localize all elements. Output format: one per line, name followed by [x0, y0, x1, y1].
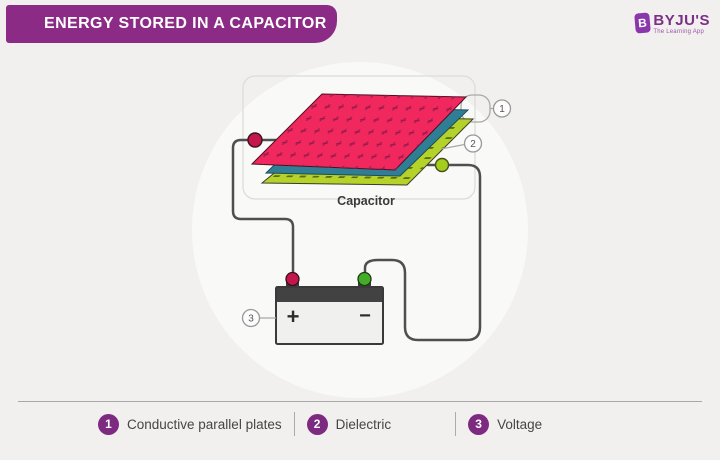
capacitor-label: Capacitor [337, 194, 395, 208]
legend-separator [293, 412, 295, 436]
page-title: ENERGY STORED IN A CAPACITOR [44, 15, 327, 32]
byjus-b-icon: B [634, 12, 652, 34]
legend-separator [455, 412, 457, 436]
battery-terminal-red [285, 271, 300, 287]
battery: + − [275, 271, 384, 345]
legend-label-voltage: Voltage [497, 416, 543, 432]
wire-positive [231, 138, 295, 278]
battery-minus-sign: − [359, 305, 371, 327]
capacitor-top-plate [250, 93, 468, 171]
callout-1-number: 1 [499, 104, 505, 115]
battery-top-strip [277, 288, 382, 302]
legend-badge-1: 1 [98, 413, 119, 435]
battery-terminal-green [357, 271, 372, 287]
callout-2-number: 2 [470, 139, 476, 150]
footer-divider [18, 401, 702, 402]
capacitor-circuit-diagram: 1 2 Capacitor + − 3 [192, 62, 528, 398]
callout-2: 2 [440, 134, 483, 153]
battery-plus-sign: + [287, 304, 300, 329]
callout-3: 3 [241, 308, 276, 328]
title-banner: ENERGY STORED IN A CAPACITOR [6, 5, 337, 43]
legend-badge-2: 2 [306, 413, 328, 435]
legend-label-conductive-plates: Conductive parallel plates [127, 416, 282, 432]
capacitor-terminal-green [434, 157, 450, 173]
byjus-logo: B BYJU'S The Learning App [634, 12, 710, 35]
callout-3-number: 3 [248, 314, 254, 325]
legend-label-dielectric: Dielectric [335, 416, 392, 432]
legend-badge-3: 3 [468, 413, 490, 435]
callout-1: 1 [490, 99, 512, 118]
legend: 1 Conductive parallel plates 2 Dielectri… [98, 412, 542, 436]
wire-negative [363, 163, 482, 342]
capacitor-terminal-red [247, 132, 263, 148]
logo-name: BYJU'S [653, 12, 710, 29]
logo-tagline: The Learning App [653, 29, 704, 35]
